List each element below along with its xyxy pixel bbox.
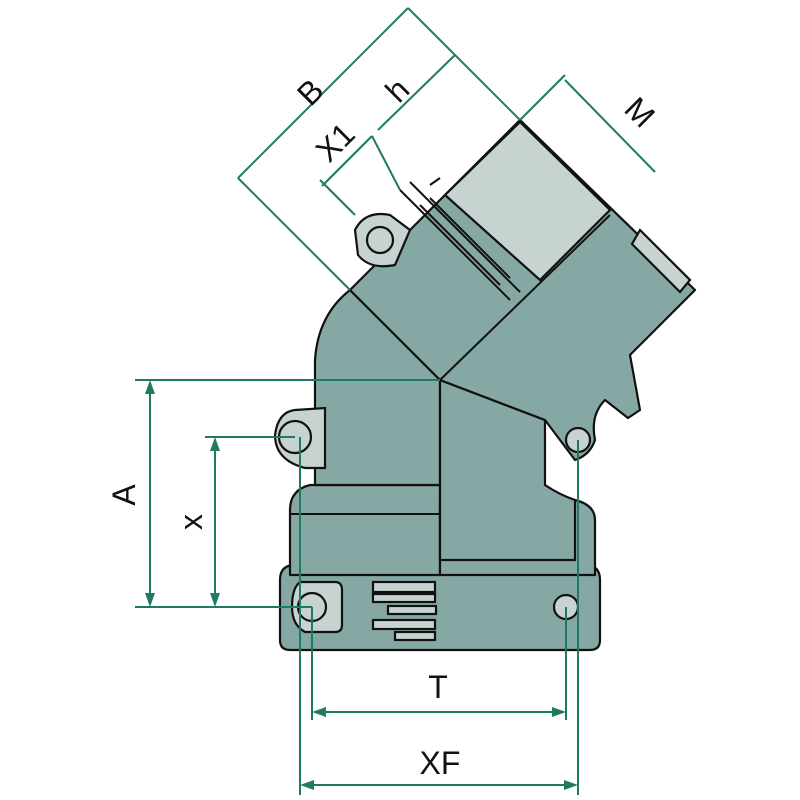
middle-band	[288, 483, 442, 577]
terminal-slots	[371, 580, 438, 642]
label-T: T	[428, 669, 448, 705]
dimension-lines	[135, 7, 656, 795]
mounting-hole	[365, 225, 395, 255]
label-A: A	[106, 484, 142, 506]
label-X1: X1	[309, 116, 362, 169]
label-XF: XF	[420, 745, 461, 781]
label-M: M	[618, 90, 662, 134]
cap	[443, 120, 612, 282]
body-seam	[439, 214, 611, 381]
side-latch	[630, 228, 692, 294]
label-x: x	[173, 514, 209, 530]
right-leg	[438, 378, 577, 562]
ribs	[399, 177, 521, 301]
label-h: h	[378, 71, 416, 109]
label-B: B	[290, 72, 331, 113]
